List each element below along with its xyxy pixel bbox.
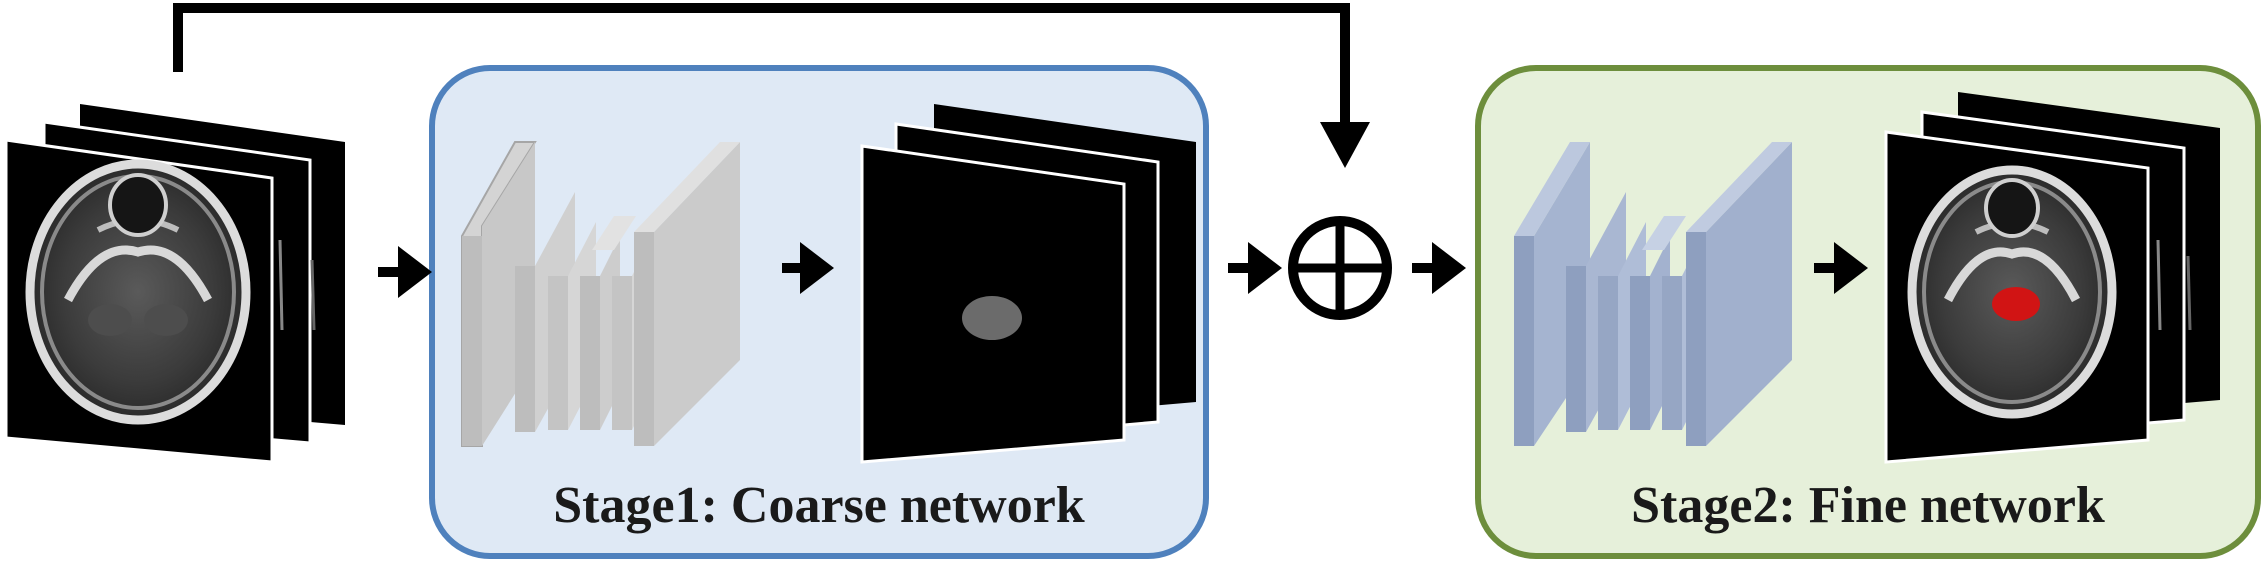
segmented-ct-stack-icon [1884, 92, 2220, 464]
stage2-label: Stage2: Fine network [1631, 477, 2105, 534]
arrow-coarse-to-mask [782, 242, 834, 294]
fine-network-encoder-decoder-icon [1514, 142, 1792, 446]
coarse-network-encoder-decoder-icon [461, 141, 740, 447]
arrow-combine-to-fine [1412, 242, 1466, 294]
coarse-mask-slice-stack-icon [860, 104, 1196, 464]
arrow-mask-to-combine [1228, 242, 1282, 294]
arrow-fine-to-output [1814, 242, 1868, 294]
stage1-label: Stage1: Coarse network [553, 477, 1085, 534]
segmentation-overlay [1992, 287, 2040, 321]
arrow-input-to-coarse [378, 246, 432, 298]
circle-plus-icon [1288, 216, 1392, 320]
input-ct-slice-stack-icon [4, 104, 345, 464]
coarse-mask-blob [962, 296, 1022, 340]
skip-connection-arrow [173, 3, 1370, 168]
